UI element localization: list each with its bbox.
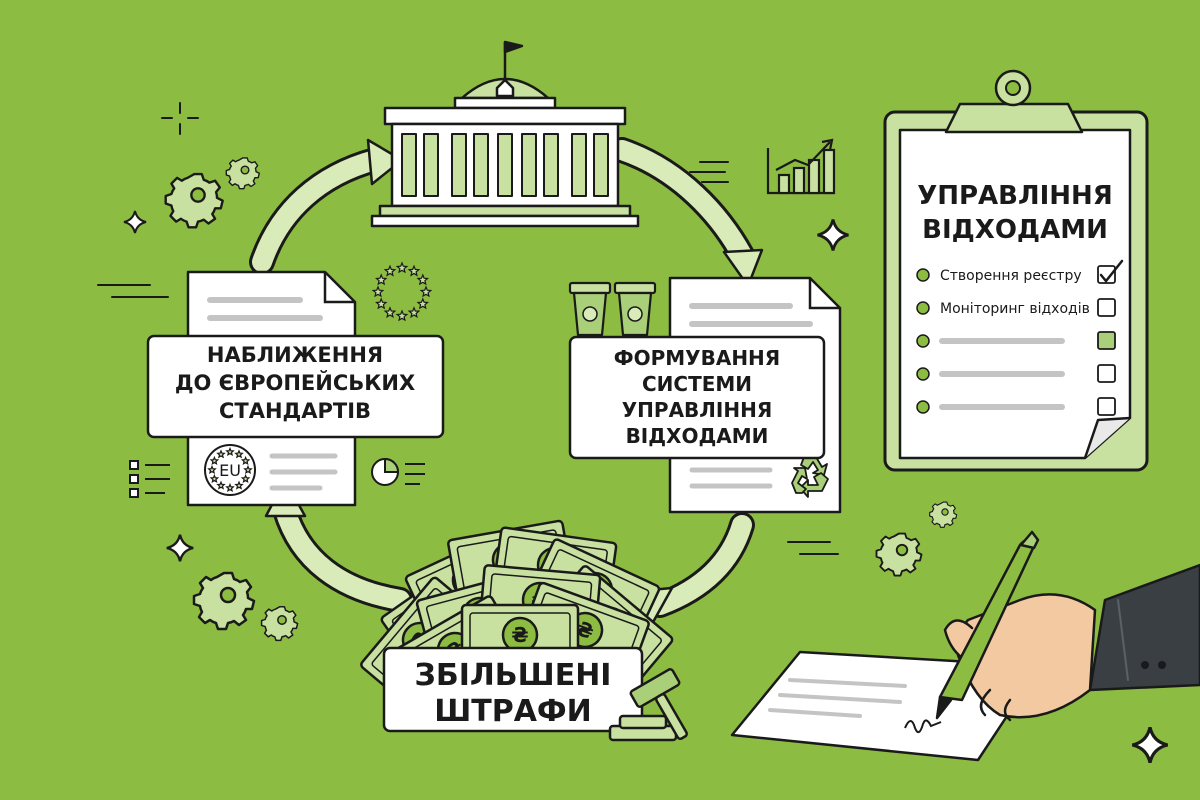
sparkle-icon xyxy=(1130,725,1170,765)
banknote: ₴ xyxy=(460,603,580,667)
eu-star xyxy=(243,464,253,475)
checklist-item xyxy=(916,364,1116,383)
bullet-dot xyxy=(916,334,930,348)
gavel-icon xyxy=(608,668,688,742)
eu-stars-icon xyxy=(371,261,433,322)
eu-star xyxy=(234,449,244,459)
eu-star xyxy=(209,455,220,466)
bullet-dot xyxy=(916,268,930,282)
checkbox xyxy=(1097,265,1116,284)
speed-lines xyxy=(97,161,839,555)
crosshair-icon xyxy=(161,102,199,135)
checklist-item-label: Створення реєстру xyxy=(940,268,1082,284)
eu-star xyxy=(216,449,226,459)
checkmark-icon xyxy=(1099,259,1124,283)
waste-system-label-box: ФОРМУВАННЯ СИСТЕМИ УПРАВЛІННЯ ВІДХОДАМИ xyxy=(568,335,826,460)
gear-icon xyxy=(875,532,923,577)
eu-star xyxy=(416,273,429,286)
waste-label-line-3: УПРАВЛІННЯ xyxy=(622,398,772,422)
eu-badge: EU xyxy=(204,444,256,496)
eu-star xyxy=(383,306,397,319)
fines-label-line-1: ЗБІЛЬШЕНІ xyxy=(415,658,612,693)
eu-star xyxy=(207,464,217,475)
arrow-head-right xyxy=(722,248,764,288)
eu-star xyxy=(395,261,409,274)
gear-icon xyxy=(192,571,256,631)
eu-label-line-2: ДО ЄВРОПЕЙСЬКИХ xyxy=(175,370,415,395)
checklist-item xyxy=(916,397,1116,416)
sparkle-icon xyxy=(165,533,195,563)
hand-pen-icon xyxy=(935,530,1200,722)
eu-star xyxy=(407,306,421,319)
list-icon xyxy=(129,460,170,498)
waste-label-line-4: ВІДХОДАМИ xyxy=(626,424,769,448)
eu-star xyxy=(375,273,388,286)
checkbox xyxy=(1097,298,1116,317)
clipboard-title-line-2: ВІДХОДАМИ xyxy=(922,215,1108,245)
eu-star xyxy=(225,446,235,457)
currency-symbol: ₴ xyxy=(511,623,528,647)
fines-label-line-2: ШТРАФИ xyxy=(434,694,592,729)
arrow-head-top-left xyxy=(366,138,404,186)
checklist-item: Створення реєстру xyxy=(916,259,1124,284)
eu-star xyxy=(234,480,244,490)
checklist-item xyxy=(916,331,1116,350)
eu-badge-label: EU xyxy=(219,461,241,480)
cycle-arrows xyxy=(249,137,755,618)
checklist-item: Моніторинг відходів xyxy=(916,298,1116,317)
eu-star xyxy=(416,297,429,310)
eu-star xyxy=(419,285,433,298)
eu-label-line-3: СТАНДАРТІВ xyxy=(219,399,371,423)
checkbox xyxy=(1097,397,1116,416)
eu-star xyxy=(375,297,388,310)
fines-label-box: ЗБІЛЬШЕНІ ШТРАФИ xyxy=(382,646,644,733)
bullet-dot xyxy=(916,367,930,381)
recycle-icon xyxy=(791,456,829,498)
eu-star xyxy=(395,309,409,322)
clipboard-title-line-1: УПРАВЛІННЯ xyxy=(917,181,1113,211)
gear-icon xyxy=(225,157,260,190)
bar-chart-icon xyxy=(766,138,836,195)
eu-star xyxy=(209,473,220,484)
parliament-building-icon xyxy=(370,40,640,228)
trash-bin-icon xyxy=(568,281,657,337)
eu-star xyxy=(240,473,251,484)
checkbox xyxy=(1097,331,1116,350)
checkbox xyxy=(1097,364,1116,383)
waste-label-line-2: СИСТЕМИ xyxy=(642,372,752,396)
eu-standards-label-box: НАБЛИЖЕННЯ ДО ЄВРОПЕЙСЬКИХ СТАНДАРТІВ xyxy=(146,334,445,439)
waste-label-line-1: ФОРМУВАННЯ xyxy=(614,346,780,370)
gear-icon xyxy=(929,501,958,528)
eu-star xyxy=(371,285,385,298)
eu-badge-stars xyxy=(207,446,253,493)
eu-star xyxy=(407,264,421,277)
bullet-dot xyxy=(916,400,930,414)
checklist-item-label: Моніторинг відходів xyxy=(940,301,1090,317)
eu-label-line-1: НАБЛИЖЕННЯ xyxy=(207,343,383,367)
eu-star xyxy=(216,480,226,490)
bullet-dot xyxy=(916,301,930,315)
eu-star xyxy=(383,264,397,277)
gear-icon xyxy=(164,172,224,229)
gear-icon xyxy=(260,606,299,642)
eu-star xyxy=(225,482,235,493)
pie-chart-icon xyxy=(371,457,425,486)
sparkle-icon xyxy=(816,218,850,252)
sparkle-icon xyxy=(123,210,147,234)
eu-star xyxy=(240,455,251,466)
